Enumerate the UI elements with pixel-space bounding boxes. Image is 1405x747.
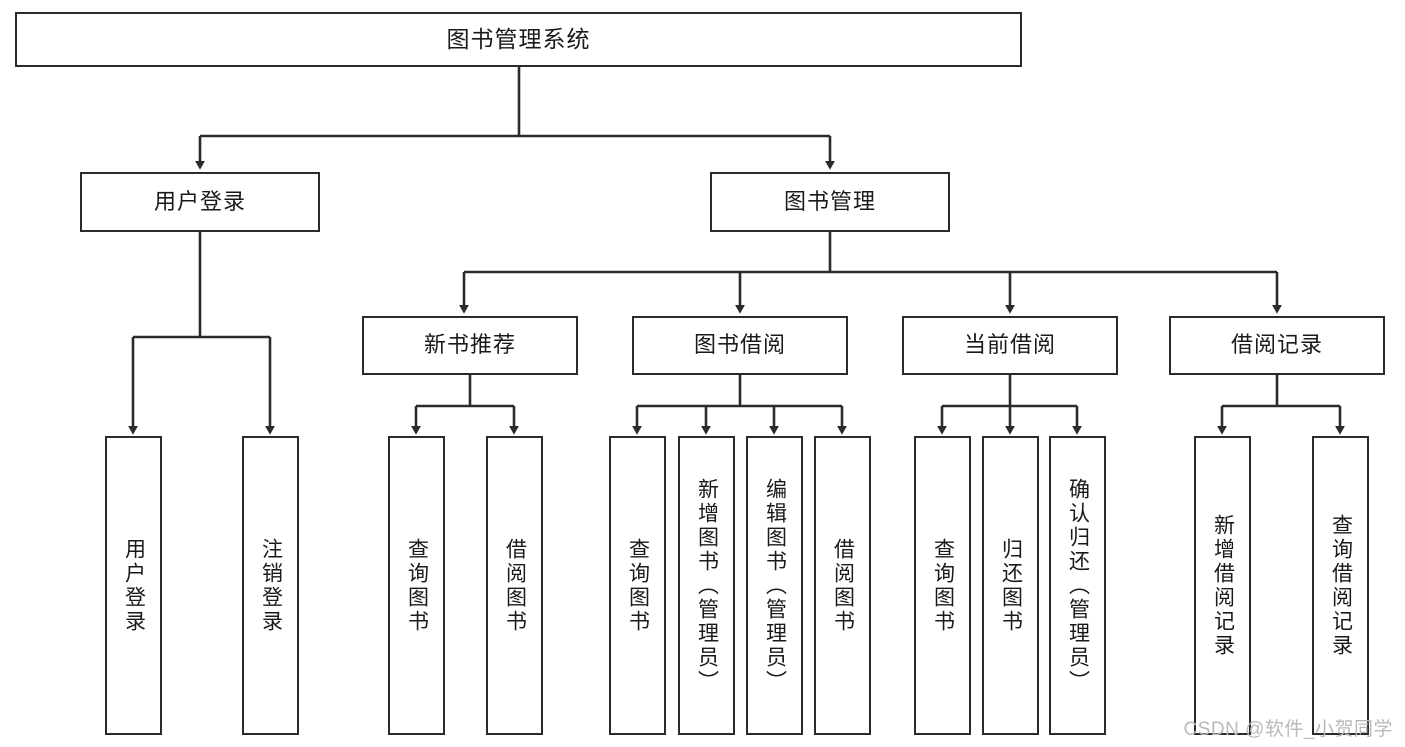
node-current-borrow[interactable]: 当前借阅: [902, 316, 1118, 375]
node-borrow-record[interactable]: 借阅记录: [1169, 316, 1385, 375]
node-label: 借阅图书: [503, 537, 527, 634]
node-label: 当前借阅: [963, 332, 1056, 358]
leaf-edit-book-admin[interactable]: 编辑图书（管理员）: [746, 436, 803, 735]
node-label: 编辑图书（管理员）: [763, 477, 787, 694]
node-book-borrow[interactable]: 图书借阅: [632, 316, 848, 375]
leaf-query-book-recommendation[interactable]: 查询图书: [388, 436, 445, 735]
leaf-add-borrow-record[interactable]: 新增借阅记录: [1194, 436, 1251, 735]
node-label: 新增图书（管理员）: [695, 477, 719, 694]
node-user-login[interactable]: 用户登录: [80, 172, 320, 232]
node-label: 注销登录: [259, 537, 283, 634]
leaf-return-book[interactable]: 归还图书: [982, 436, 1039, 735]
leaf-query-book-current[interactable]: 查询图书: [914, 436, 971, 735]
node-label: 查询图书: [931, 537, 955, 634]
leaf-query-borrow-record[interactable]: 查询借阅记录: [1312, 436, 1369, 735]
node-book-management[interactable]: 图书管理: [710, 172, 950, 232]
leaf-confirm-return-admin[interactable]: 确认归还（管理员）: [1049, 436, 1106, 735]
node-label: 新增借阅记录: [1211, 513, 1235, 658]
node-label: 确认归还（管理员）: [1066, 477, 1090, 694]
watermark-text: CSDN @软件_小贺同学: [1183, 719, 1393, 740]
node-label: 查询图书: [405, 537, 429, 634]
node-root-book-management-system[interactable]: 图书管理系统: [15, 12, 1022, 67]
node-label: 图书管理系统: [446, 25, 591, 52]
node-label: 图书借阅: [693, 332, 786, 358]
node-new-book-recommendation[interactable]: 新书推荐: [362, 316, 578, 375]
node-label: 借阅图书: [831, 537, 855, 634]
node-label: 图书管理: [783, 188, 876, 214]
node-label: 借阅记录: [1230, 332, 1323, 358]
node-label: 新书推荐: [423, 332, 516, 358]
leaf-borrow-book[interactable]: 借阅图书: [814, 436, 871, 735]
leaf-user-login[interactable]: 用户登录: [105, 436, 162, 735]
leaf-user-logout[interactable]: 注销登录: [242, 436, 299, 735]
node-label: 用户登录: [122, 537, 146, 634]
node-label: 查询借阅记录: [1329, 513, 1353, 658]
leaf-add-book-admin[interactable]: 新增图书（管理员）: [678, 436, 735, 735]
node-label: 归还图书: [999, 537, 1023, 634]
leaf-query-book-borrow[interactable]: 查询图书: [609, 436, 666, 735]
node-label: 用户登录: [153, 188, 246, 214]
node-label: 查询图书: [626, 537, 650, 634]
leaf-borrow-book-recommendation[interactable]: 借阅图书: [486, 436, 543, 735]
